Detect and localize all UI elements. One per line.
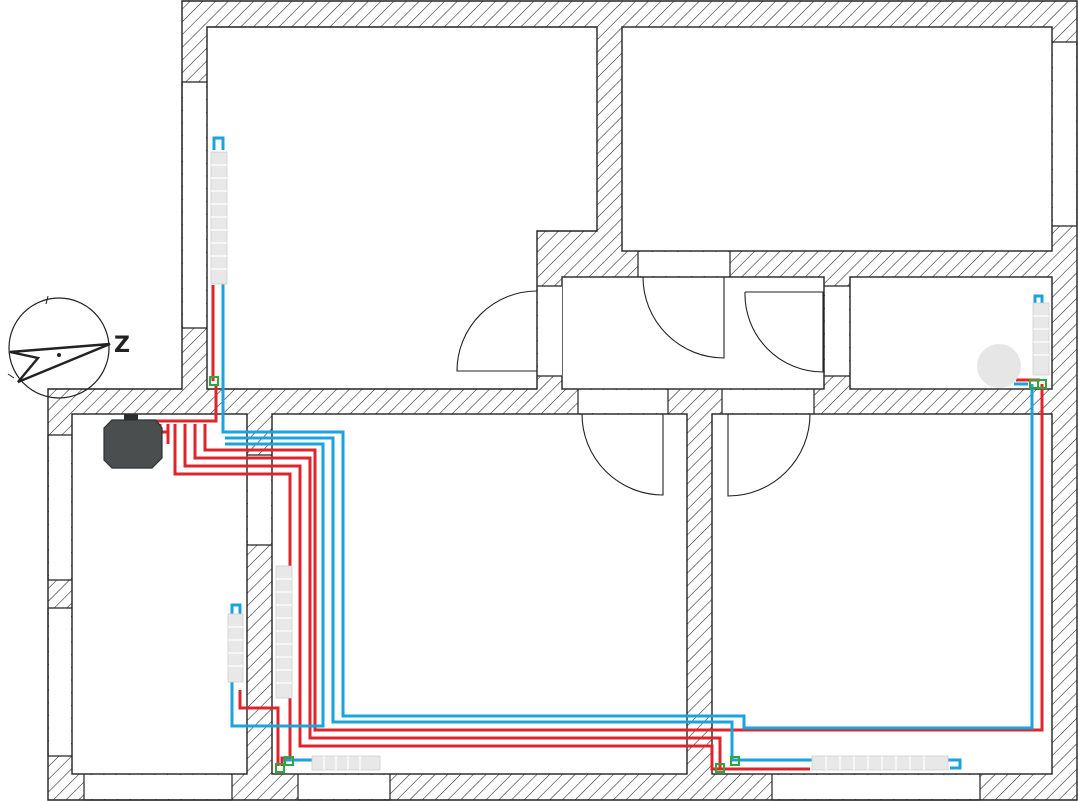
room-top-right <box>621 26 1053 252</box>
radiator <box>227 613 244 683</box>
openings <box>47 41 1078 801</box>
radiator <box>311 755 381 771</box>
radiators <box>210 151 1050 771</box>
door-swing-top-left-room <box>456 290 538 372</box>
valve-icon <box>715 763 725 773</box>
radiator <box>210 151 228 285</box>
return-pipe <box>212 136 225 150</box>
valve-icon <box>1037 379 1047 389</box>
room-right <box>711 413 1053 775</box>
radiator <box>1032 302 1050 376</box>
supply-pipe <box>238 690 280 766</box>
room-left <box>71 413 248 775</box>
return-pipe <box>225 436 962 770</box>
room-top-left <box>206 26 598 390</box>
valve-icon <box>275 763 285 773</box>
valve-icon <box>209 376 219 386</box>
radiator <box>811 755 949 771</box>
valve-icon <box>730 756 740 766</box>
valve-icon <box>284 756 294 766</box>
return-pipe <box>225 384 1034 730</box>
supply-pipe <box>183 424 740 771</box>
valves <box>209 376 1047 773</box>
supply-pipe <box>193 424 722 769</box>
radiator <box>275 565 293 699</box>
drain-circle-icon <box>977 344 1021 388</box>
return-pipe <box>225 442 325 728</box>
room-bathroom <box>849 276 1053 390</box>
boiler-icon <box>103 414 163 469</box>
door-swing-right-room <box>727 413 811 497</box>
room-corridor <box>561 276 825 390</box>
door-swing-corridor-right <box>744 291 824 373</box>
rooms <box>71 26 1053 775</box>
room-middle <box>271 413 688 775</box>
door-swing-corridor-left <box>642 276 725 359</box>
doors <box>456 276 824 497</box>
supply-pipe <box>166 384 1044 732</box>
compass-north-label: Z <box>114 333 130 358</box>
door-swing-middle-room <box>581 413 664 496</box>
compass-rose-icon: Z <box>7 295 130 399</box>
